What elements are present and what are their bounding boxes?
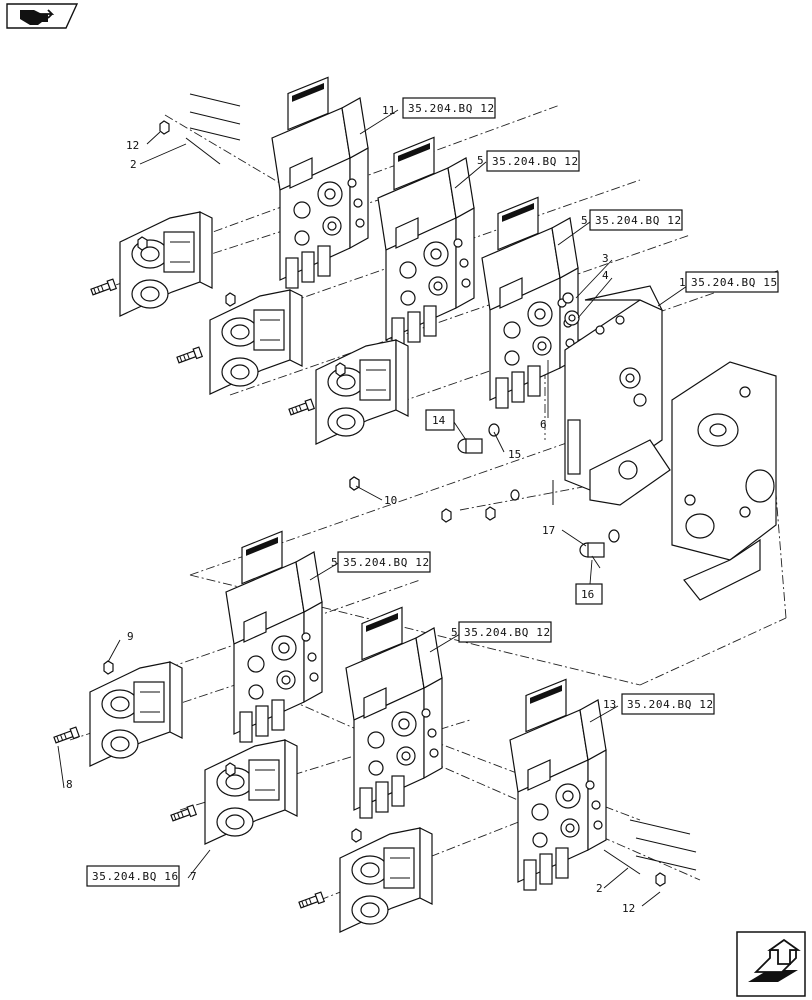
callout-12-upper: 12: [126, 139, 139, 152]
ref-box-5b[interactable]: 35.204.BQ 12: [589, 209, 683, 231]
end-cover-lower-3: [339, 827, 433, 933]
callout-9: 9: [127, 630, 134, 643]
svg-text:35.204.BQ 15: 35.204.BQ 15: [691, 276, 778, 289]
vehicle-back-arrow-icon[interactable]: [6, 3, 79, 29]
callout-15: 15: [508, 448, 521, 461]
callout-17: 17: [542, 524, 555, 537]
leader-lines: [57, 109, 691, 907]
end-housing: [671, 361, 777, 601]
valve-section-11[interactable]: [271, 76, 369, 289]
valve-section-13[interactable]: [509, 678, 607, 891]
callout-7: 7: [190, 870, 197, 883]
end-cover-upper-1: [119, 211, 213, 317]
callout-3: 3: [602, 252, 609, 265]
svg-text:35.204.BQ 12: 35.204.BQ 12: [464, 626, 551, 639]
fitting-3-4: [562, 292, 580, 326]
callout-labels: 11 5 5 1 5 5 13 12 2 3 4 6 15 10 17 9 8 …: [66, 104, 686, 915]
callout-5b: 5: [581, 214, 588, 227]
callout-11: 11: [382, 104, 395, 117]
valve-section-5-upper-a[interactable]: [377, 136, 475, 349]
end-cover-7: [204, 739, 298, 845]
callout-6: 6: [540, 418, 547, 431]
callout-2-lower: 2: [596, 882, 603, 895]
svg-text:35.204.BQ 12: 35.204.BQ 12: [343, 556, 430, 569]
callout-10: 10: [384, 494, 397, 507]
end-cover-upper-2: [209, 289, 303, 395]
callout-2-upper: 2: [130, 158, 137, 171]
ref-box-1[interactable]: 35.204.BQ 15: [685, 271, 779, 293]
callout-12-lower: 12: [622, 902, 635, 915]
callout-5a: 5: [477, 154, 484, 167]
fittings-lower-inlet: [441, 480, 554, 523]
callout-5d: 5: [451, 626, 458, 639]
tie-rod-lower: [603, 819, 697, 887]
callout-5c: 5: [331, 556, 338, 569]
valve-section-5-lower-b[interactable]: [345, 606, 443, 819]
fitting-10: [349, 476, 360, 491]
inlet-section-1[interactable]: [564, 285, 671, 506]
plug-14: [457, 423, 500, 454]
ref-box-7[interactable]: 35.204.BQ 16: [86, 865, 180, 887]
next-page-arrow-icon[interactable]: [736, 931, 806, 997]
callout-13: 13: [603, 698, 616, 711]
callout-box-14[interactable]: 14: [425, 409, 455, 431]
end-cover-lower-1: [89, 661, 183, 767]
valve-section-5-upper-b[interactable]: [481, 196, 579, 409]
ref-box-13[interactable]: 35.204.BQ 12: [621, 693, 715, 715]
valve-section-5-lower-a[interactable]: [225, 530, 323, 743]
tie-rod-upper: [159, 93, 241, 165]
callout-box-16[interactable]: 16: [575, 559, 603, 605]
svg-text:16: 16: [581, 588, 594, 601]
ref-box-5a[interactable]: 35.204.BQ 12: [486, 150, 580, 172]
svg-text:35.204.BQ 16: 35.204.BQ 16: [92, 870, 179, 883]
svg-text:14: 14: [432, 414, 446, 427]
ref-box-11[interactable]: 35.204.BQ 12: [402, 97, 496, 119]
svg-text:35.204.BQ 12: 35.204.BQ 12: [595, 214, 682, 227]
plug-16: [579, 529, 620, 558]
svg-text:35.204.BQ 12: 35.204.BQ 12: [627, 698, 714, 711]
ref-box-5d[interactable]: 35.204.BQ 12: [458, 621, 552, 643]
callout-4: 4: [602, 269, 609, 282]
end-cover-upper-3: [315, 339, 409, 445]
ref-box-5c[interactable]: 35.204.BQ 12: [337, 551, 431, 573]
svg-text:35.204.BQ 12: 35.204.BQ 12: [492, 155, 579, 168]
callout-8: 8: [66, 778, 73, 791]
callout-1: 1: [679, 276, 686, 289]
svg-text:35.204.BQ 12: 35.204.BQ 12: [408, 102, 495, 115]
